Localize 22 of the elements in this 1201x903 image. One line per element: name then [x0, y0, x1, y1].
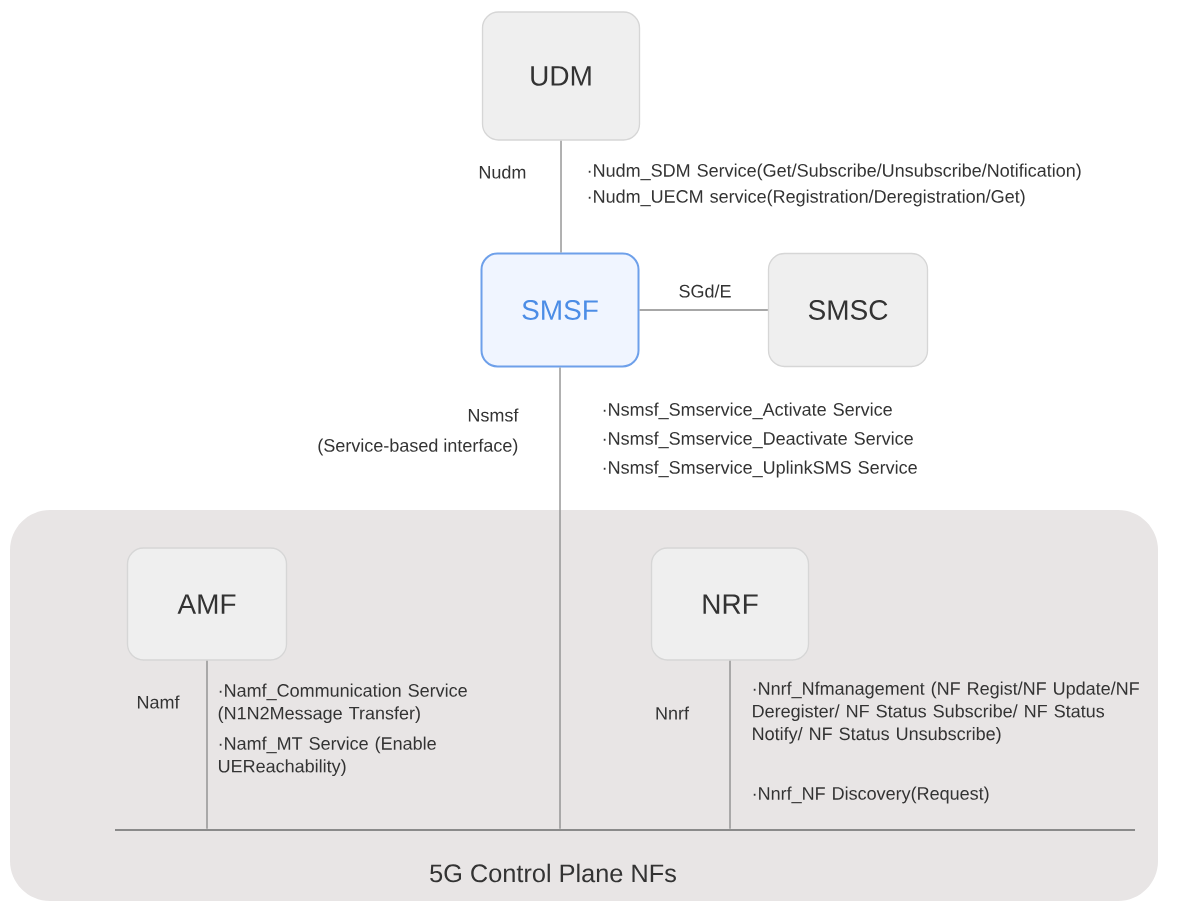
edge-label: Namf	[138, 695, 180, 709]
bus-line	[115, 829, 1135, 831]
edge-label: Nudm	[479, 165, 526, 179]
function-box: SMSC	[767, 252, 929, 368]
connector-line	[560, 140, 562, 254]
service-list: ·Nsmsf_Smservice_Deactivate Service	[603, 431, 913, 449]
connector-line	[559, 366, 561, 830]
service-list: ·Nudm_UECM service(Registration/Deregistration/Get)	[588, 189, 1025, 207]
service-list: ·Nsmsf_Smservice_Activate Service	[603, 402, 892, 420]
edge-label: SGd/E	[679, 284, 731, 298]
connector-line	[638, 309, 769, 311]
service-list: ·Namf_MT Service (Enable UEReachability)	[219, 736, 436, 777]
function-box: SMSF	[480, 252, 640, 368]
function-box: AMF	[126, 547, 288, 661]
edge-label: Nsmsf	[468, 408, 519, 422]
interface-label: (Service-based interface)	[318, 438, 518, 456]
function-box: NRF	[650, 547, 810, 661]
connector-line	[206, 660, 208, 830]
function-box: UDM	[481, 11, 641, 141]
connector-line	[729, 660, 731, 830]
edge-label: Nnrf	[656, 706, 690, 720]
service-list: ·Nsmsf_Smservice_UplinkSMS Service	[603, 460, 917, 478]
